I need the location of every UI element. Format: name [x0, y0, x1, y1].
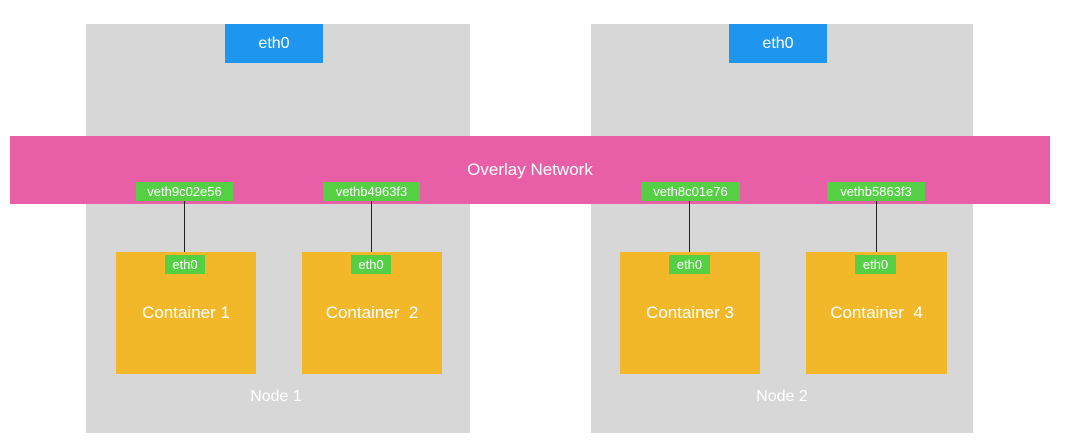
container-3-eth0: eth0 [669, 255, 710, 274]
link-container-2 [371, 198, 372, 255]
container-1-eth0: eth0 [165, 255, 205, 274]
veth-container-1: veth9c02e56 [136, 182, 233, 201]
container-2-eth0: eth0 [351, 255, 391, 274]
container-4-eth0: eth0 [855, 255, 896, 274]
link-container-1 [184, 198, 185, 255]
node-2-label: Node 2 [756, 388, 808, 405]
node-2-host-eth0: eth0 [729, 24, 827, 63]
veth-container-2: vethb4963f3 [323, 182, 420, 201]
veth-container-4: vethb5863f3 [827, 182, 925, 201]
node-1-host-eth0: eth0 [225, 24, 323, 63]
link-container-3 [689, 198, 690, 255]
veth-container-3: veth8c01e76 [641, 182, 740, 201]
link-container-4 [876, 198, 877, 255]
node-1-label: Node 1 [250, 388, 302, 405]
